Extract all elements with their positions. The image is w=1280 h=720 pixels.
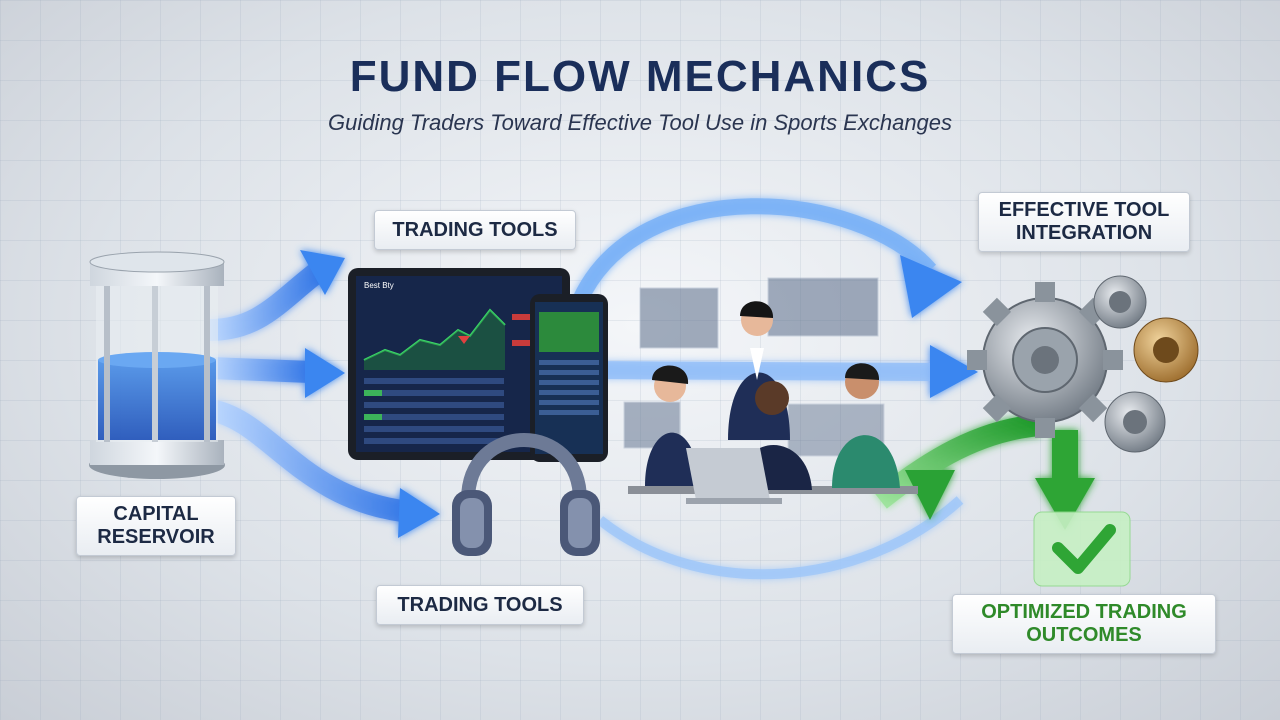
page-subtitle: Guiding Traders Toward Effective Tool Us…: [327, 110, 953, 135]
reservoir-flow-arrows: [207, 250, 440, 538]
capital-reservoir-icon: [89, 251, 225, 479]
optimized-outcomes-label: OPTIMIZED TRADING OUTCOMES: [952, 594, 1216, 654]
headphones-icon: [452, 433, 600, 556]
svg-text:Best Bty: Best Bty: [364, 281, 394, 290]
effective-integration-label: EFFECTIVE TOOL INTEGRATION: [978, 192, 1190, 252]
smartphone-icon: [530, 294, 608, 462]
capital-reservoir-label: CAPITAL RESERVOIR: [76, 496, 236, 556]
trading-tools-bottom-label: TRADING TOOLS: [376, 585, 584, 625]
trader-team-illustration: [623, 277, 918, 504]
tablet-dashboard-icon: Best Bty: [348, 268, 570, 460]
page-title: FUND FLOW MECHANICS: [349, 52, 931, 101]
trading-tools-top-label: TRADING TOOLS: [374, 210, 576, 250]
checkmark-icon: [1033, 511, 1131, 587]
